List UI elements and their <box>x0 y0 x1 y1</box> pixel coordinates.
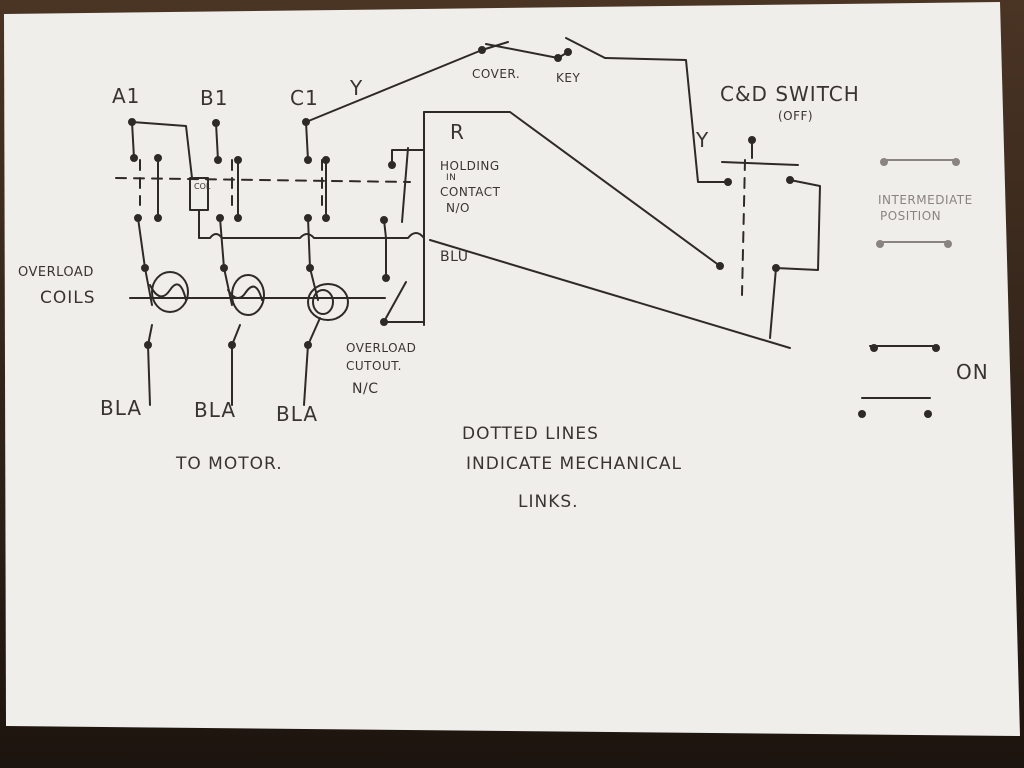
label-bla-1: BLA <box>100 396 143 420</box>
paper-surface <box>4 2 1020 736</box>
label-contact: CONTACT <box>440 185 501 199</box>
label-bla-2: BLA <box>194 398 237 422</box>
note-indicate-mechanical: INDICATE MECHANICAL <box>466 454 682 474</box>
cover-key-circuit <box>305 37 729 183</box>
note-dotted-lines: DOTTED LINES <box>462 424 599 444</box>
label-cutout: CUTOUT. <box>346 359 402 373</box>
label-cd-switch: C&D SWITCH <box>720 82 860 106</box>
note-links: LINKS. <box>518 492 579 512</box>
label-cover: COVER. <box>472 67 521 81</box>
label-on: ON <box>956 360 989 384</box>
phase-c-wiring <box>302 118 330 406</box>
overload-cutout <box>380 237 425 326</box>
label-b1: B1 <box>200 86 229 110</box>
cd-switch <box>716 136 821 339</box>
bus-wire <box>198 232 425 239</box>
label-blu: BLU <box>440 249 469 265</box>
mechanical-links <box>115 159 746 296</box>
label-holding: HOLDING <box>440 159 500 173</box>
label-nc: N/C <box>352 381 379 397</box>
phase-a-wiring <box>128 118 193 406</box>
switch-on-position <box>858 344 940 418</box>
label-overload-cutout: OVERLOAD <box>346 341 417 355</box>
label-bla-3: BLA <box>276 402 319 426</box>
label-c1: C1 <box>290 86 319 110</box>
label-r: R <box>450 120 465 144</box>
label-to-motor: TO MOTOR. <box>176 454 283 474</box>
label-cd-switch-off: (OFF) <box>778 109 814 123</box>
label-coils: COILS <box>40 288 96 308</box>
label-col: COL <box>194 182 211 191</box>
label-intermediate: INTERMEDIATE <box>878 193 973 207</box>
label-position: POSITION <box>880 209 942 223</box>
label-a1: A1 <box>112 84 141 108</box>
label-y-left: Y <box>350 76 364 100</box>
phase-b-wiring <box>212 119 242 406</box>
holding-contact-circuit <box>380 111 791 349</box>
label-overload-coils: OVERLOAD <box>18 265 94 280</box>
overload-coils <box>129 271 386 321</box>
label-no: N/O <box>446 201 470 215</box>
switch-positions <box>876 158 960 248</box>
label-holding-in: IN <box>446 173 457 183</box>
label-y-right: Y <box>696 128 710 152</box>
label-key: KEY <box>556 71 581 85</box>
